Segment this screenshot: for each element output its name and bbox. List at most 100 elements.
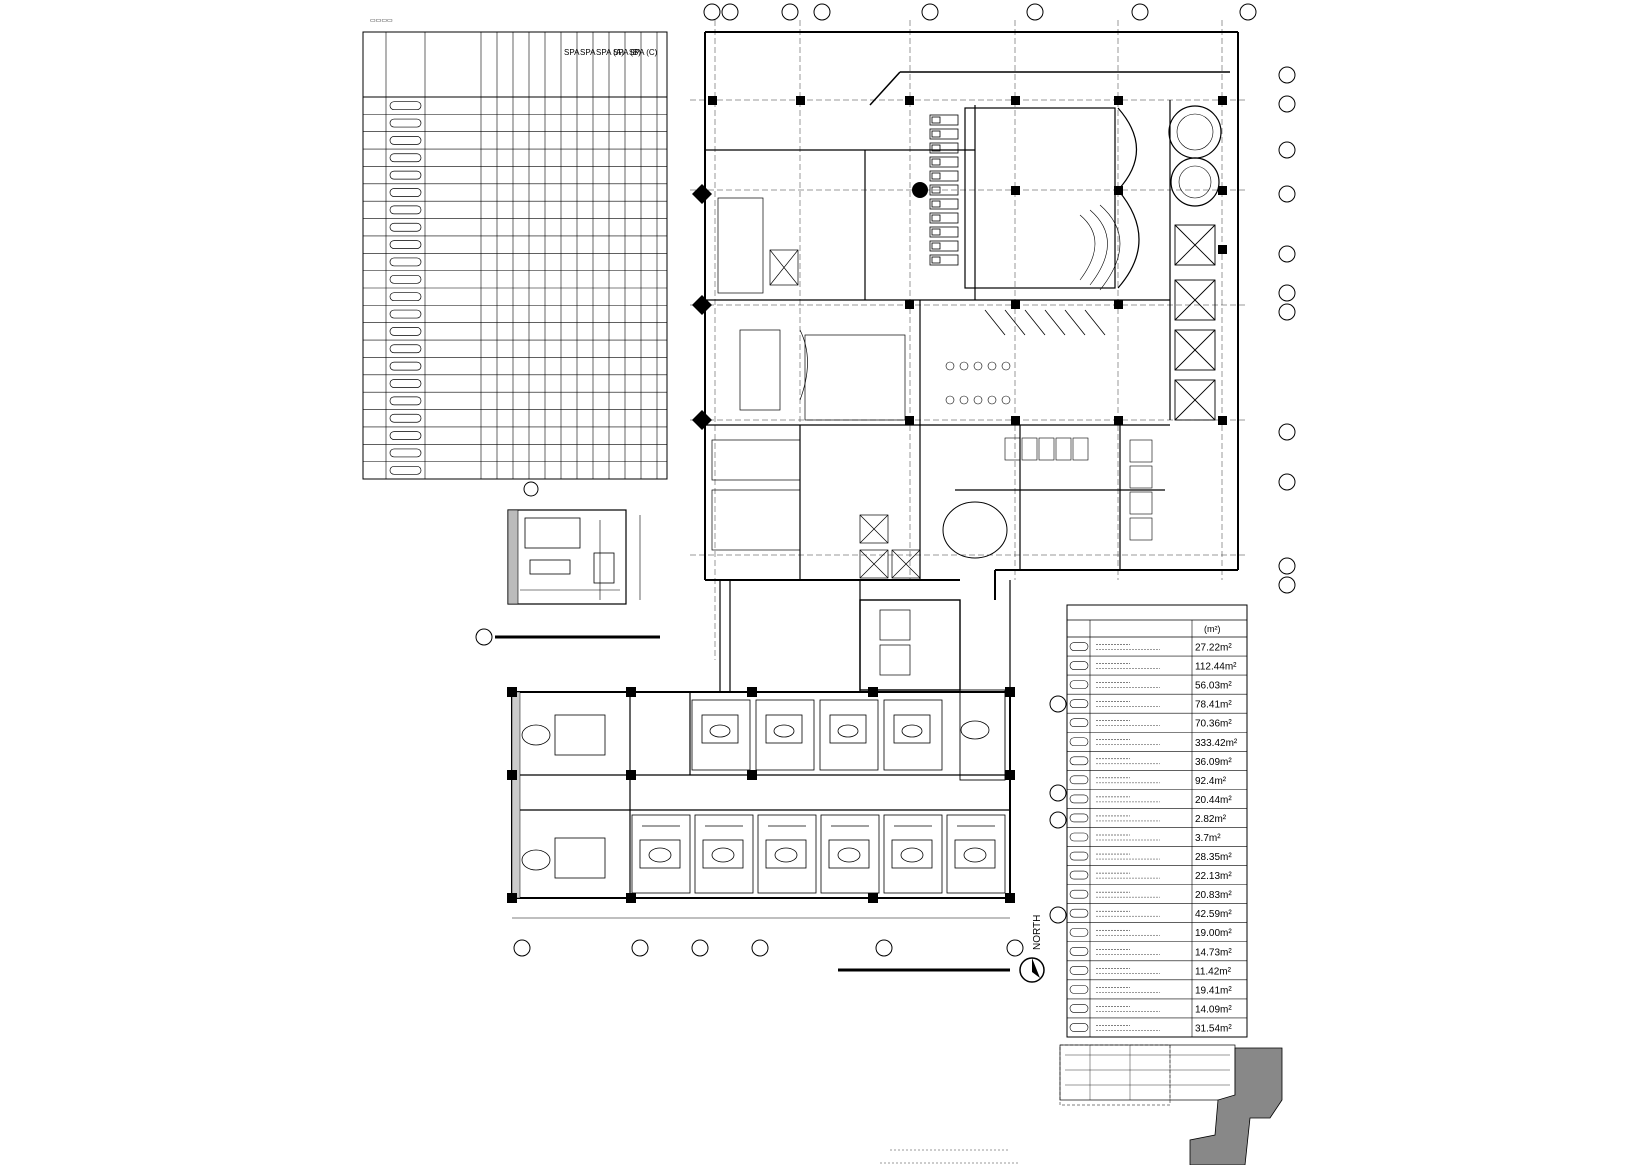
grid-bubble-right bbox=[1278, 245, 1296, 263]
area-room-tag bbox=[1069, 813, 1089, 823]
area-room-tag bbox=[1069, 946, 1089, 956]
grid-bubble-top bbox=[1239, 3, 1257, 21]
area-value: 56.03m² bbox=[1195, 681, 1232, 692]
grid-bubble-right bbox=[1278, 303, 1296, 321]
finish-code-tag bbox=[389, 361, 422, 371]
grid-bubble-bottom bbox=[875, 939, 893, 957]
grid-bubble-right bbox=[1278, 141, 1296, 159]
finish-code-tag bbox=[389, 101, 422, 111]
grid-bubble-top bbox=[921, 3, 939, 21]
key-plan bbox=[1059, 1044, 1283, 1165]
area-room-tag bbox=[1069, 927, 1089, 937]
spa-header-1: SPA bbox=[564, 48, 580, 57]
north-arrow: NORTH bbox=[1019, 915, 1045, 983]
area-value: 20.44m² bbox=[1195, 795, 1232, 806]
area-room-tag bbox=[1069, 908, 1089, 918]
grid-bubble-right bbox=[1278, 95, 1296, 113]
finish-code-tag bbox=[389, 448, 422, 458]
finish-code-tag bbox=[389, 257, 422, 267]
grid-bubble-top bbox=[1131, 3, 1149, 21]
area-value: 19.41m² bbox=[1195, 985, 1232, 996]
area-schedule: (m²) 27.22m²112.44m²56.03m²78.41m²70.36m… bbox=[1066, 604, 1248, 1038]
finish-schedule-table: ▭▭▭▭ SPA SPA SPA (A) SPA (B) SPA (C) bbox=[362, 18, 668, 480]
area-value: 27.22m² bbox=[1195, 643, 1232, 654]
area-room-tag bbox=[1069, 737, 1089, 747]
title-block bbox=[880, 1149, 1020, 1164]
area-value: 22.13m² bbox=[1195, 871, 1232, 882]
area-value: 14.73m² bbox=[1195, 947, 1232, 958]
grid-bubbles bbox=[513, 3, 1296, 957]
grid-bubble-right bbox=[1278, 576, 1296, 594]
finish-code-tag bbox=[389, 396, 422, 406]
finish-code-tag bbox=[389, 309, 422, 319]
finish-code-tag bbox=[389, 413, 422, 423]
finish-code-tag bbox=[389, 118, 422, 128]
area-room-tag bbox=[1069, 756, 1089, 766]
detail-plan bbox=[475, 481, 660, 646]
finish-code-tag bbox=[389, 344, 422, 354]
area-value: 20.83m² bbox=[1195, 890, 1232, 901]
area-room-tag bbox=[1069, 680, 1089, 689]
area-room-tag bbox=[1069, 699, 1089, 708]
grid-bubble-right bbox=[1278, 284, 1296, 302]
svg-text:▭▭▭▭: ▭▭▭▭ bbox=[370, 18, 393, 24]
grid-bubble-wing bbox=[1049, 784, 1067, 802]
finish-code-tag bbox=[389, 222, 422, 232]
grid-bubble-top bbox=[1026, 3, 1044, 21]
area-room-tag bbox=[1069, 966, 1089, 975]
area-room-tag bbox=[1069, 794, 1089, 804]
area-value: 112.44m² bbox=[1195, 662, 1237, 673]
finish-code-tag bbox=[389, 379, 422, 388]
finish-code-tag bbox=[389, 205, 422, 215]
area-room-tag bbox=[1069, 870, 1089, 880]
finish-code-tag bbox=[389, 136, 422, 145]
area-room-tag bbox=[1069, 718, 1089, 728]
north-label: NORTH bbox=[1032, 915, 1043, 950]
finish-code-tag bbox=[389, 465, 422, 475]
area-value: 14.09m² bbox=[1195, 1004, 1232, 1015]
finish-code-tag bbox=[389, 170, 422, 180]
area-value: 333.42m² bbox=[1195, 738, 1238, 749]
spa-header-4: SPA (B) bbox=[613, 48, 641, 57]
grid-bubble-wing bbox=[1049, 906, 1067, 924]
grid-bubble-right bbox=[1278, 557, 1296, 575]
area-room-tag bbox=[1069, 1004, 1089, 1013]
floor-plan-upper bbox=[690, 20, 1245, 660]
grid-bubble-bottom bbox=[751, 939, 769, 957]
finish-code-tag bbox=[389, 153, 422, 163]
area-room-tag bbox=[1069, 1023, 1089, 1032]
grid-bubble-top bbox=[703, 3, 721, 21]
area-room-tag bbox=[1069, 832, 1089, 842]
area-room-tag bbox=[1069, 851, 1089, 861]
grid-bubble-right bbox=[1278, 185, 1296, 203]
grid-bubble-bottom bbox=[513, 939, 531, 957]
grid-bubble-wing bbox=[1049, 811, 1067, 829]
area-room-tag bbox=[1069, 642, 1089, 651]
area-unit-header: (m²) bbox=[1204, 624, 1221, 634]
area-room-tag bbox=[1069, 661, 1089, 670]
grid-bubble-right bbox=[1278, 423, 1296, 441]
area-room-tag bbox=[1069, 775, 1089, 785]
area-value: 70.36m² bbox=[1195, 719, 1232, 730]
spa-header-5: SPA (C) bbox=[629, 48, 658, 57]
spa-header-2: SPA bbox=[580, 48, 596, 57]
area-value: 2.82m² bbox=[1195, 814, 1227, 825]
grid-bubble-right bbox=[1278, 66, 1296, 84]
floor-plan-lower bbox=[507, 580, 1015, 972]
grid-bubble-bottom bbox=[1006, 939, 1024, 957]
finish-code-tag bbox=[389, 292, 422, 302]
grid-bubble-bottom bbox=[691, 939, 709, 957]
finish-code-tag bbox=[389, 431, 422, 440]
grid-bubble-top bbox=[813, 3, 831, 21]
finish-code-tag bbox=[389, 327, 422, 336]
finish-code-tag bbox=[389, 240, 422, 249]
area-room-tag bbox=[1069, 889, 1089, 899]
area-value: 36.09m² bbox=[1195, 757, 1232, 768]
area-value: 92.4m² bbox=[1195, 776, 1227, 787]
area-value: 31.54m² bbox=[1195, 1023, 1232, 1034]
grid-bubble-right bbox=[1278, 473, 1296, 491]
grid-bubble-bottom bbox=[631, 939, 649, 957]
grid-bubble-wing bbox=[1049, 695, 1067, 713]
area-value: 11.42m² bbox=[1195, 966, 1232, 977]
